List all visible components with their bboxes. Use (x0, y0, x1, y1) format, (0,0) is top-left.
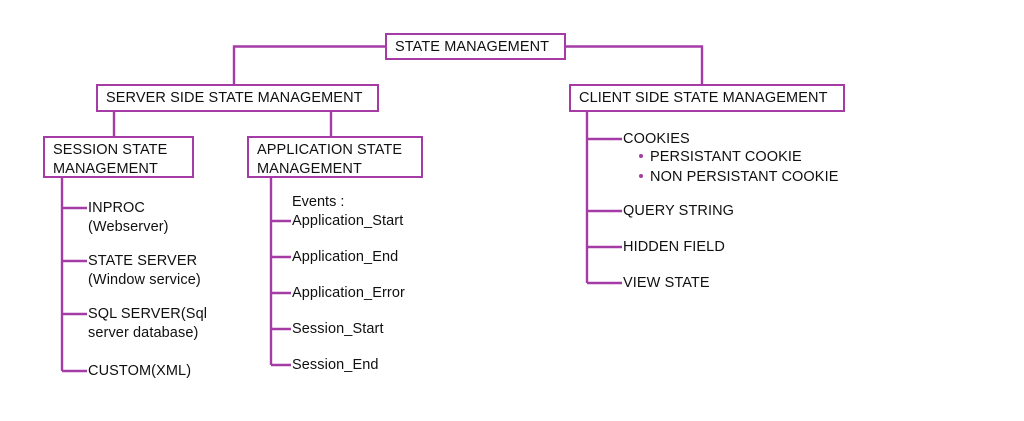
leaf-session-inproc[interactable]: INPROC (Webserver) (88, 200, 169, 235)
leaf-cookies[interactable]: COOKIES (623, 131, 690, 147)
label-events: Events : (292, 194, 345, 210)
sub-item-label: NON PERSISTANT COOKIE (650, 168, 839, 185)
leaf-hidden-field[interactable]: HIDDEN FIELD (623, 239, 725, 255)
sub-item-label: PERSISTANT COOKIE (650, 149, 802, 165)
leaf-session-end[interactable]: Session_End (292, 357, 379, 373)
node-server-side-state-management[interactable]: SERVER SIDE STATE MANAGEMENT (96, 84, 379, 112)
node-application-state-management[interactable]: APPLICATION STATE MANAGEMENT (247, 136, 423, 178)
edge-root-to-client-side (566, 45, 704, 84)
leaf-query-string[interactable]: QUERY STRING (623, 203, 735, 219)
leaf-session-sql-server[interactable]: SQL SERVER(Sql server database) (88, 306, 208, 341)
leaf-view-state[interactable]: VIEW STATE (623, 275, 710, 291)
bullet-icon (639, 173, 643, 178)
sublist-cookies: PERSISTANT COOKIE NON PERSISTANT COOKIE (639, 148, 838, 187)
sub-item-persistant-cookie[interactable]: PERSISTANT COOKIE (639, 148, 838, 168)
edge-root-to-server-side (232, 45, 385, 84)
leaf-application-error[interactable]: Application_Error (292, 285, 405, 301)
leaf-session-custom-xml[interactable]: CUSTOM(XML) (88, 363, 192, 379)
leaf-session-state-server[interactable]: STATE SERVER (Window service) (88, 253, 201, 288)
leaf-session-start[interactable]: Session_Start (292, 321, 384, 337)
node-session-state-management[interactable]: SESSION STATE MANAGEMENT (43, 136, 194, 178)
bullet-icon (639, 154, 643, 159)
node-client-side-state-management[interactable]: CLIENT SIDE STATE MANAGEMENT (569, 84, 845, 112)
node-state-management[interactable]: STATE MANAGEMENT (385, 33, 566, 60)
sub-item-non-persistant-cookie[interactable]: NON PERSISTANT COOKIE (639, 168, 838, 188)
leaf-application-end[interactable]: Application_End (292, 249, 399, 265)
leaf-application-start[interactable]: Application_Start (292, 213, 404, 229)
